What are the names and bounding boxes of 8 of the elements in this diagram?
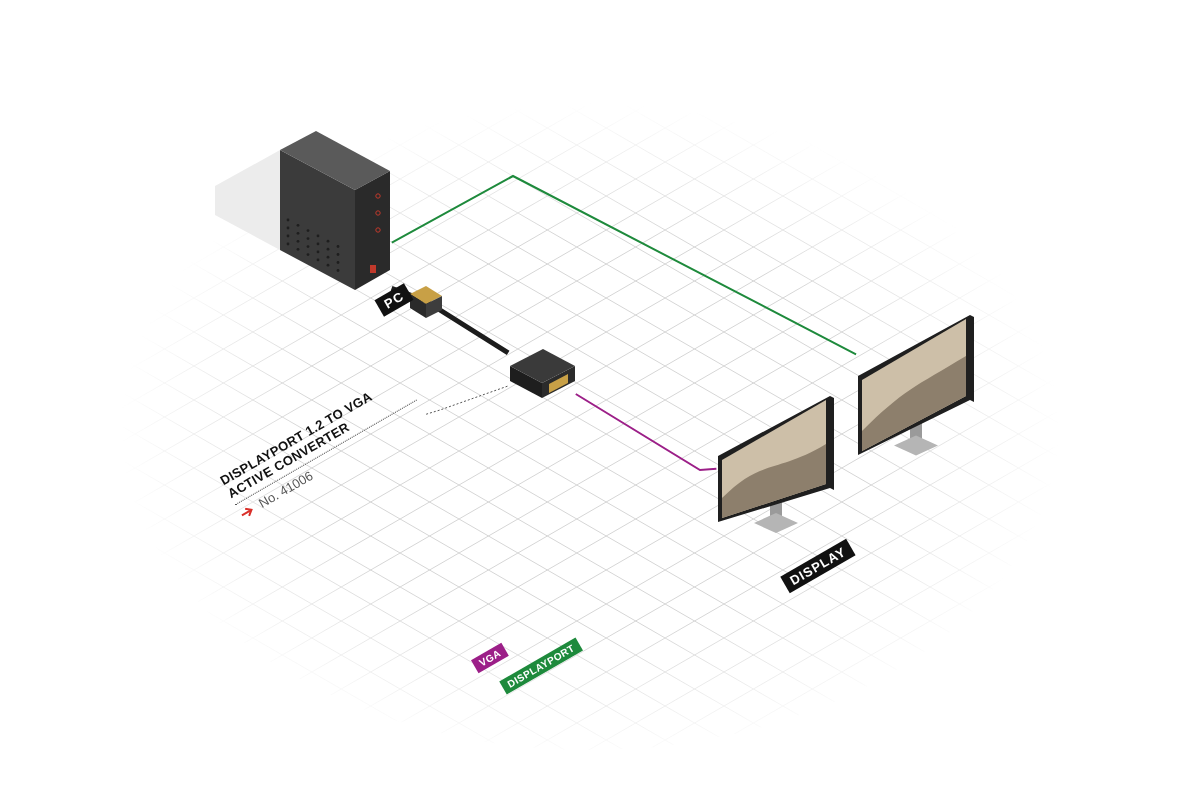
leader-line — [425, 385, 509, 415]
cable-line — [390, 174, 858, 356]
monitor-drawing — [856, 312, 974, 458]
adapter-drawing — [508, 348, 576, 400]
cable-line — [574, 393, 718, 472]
monitor-drawing — [716, 394, 834, 535]
name-tag: PC — [374, 283, 414, 317]
computer-tower-drawing — [278, 128, 392, 292]
